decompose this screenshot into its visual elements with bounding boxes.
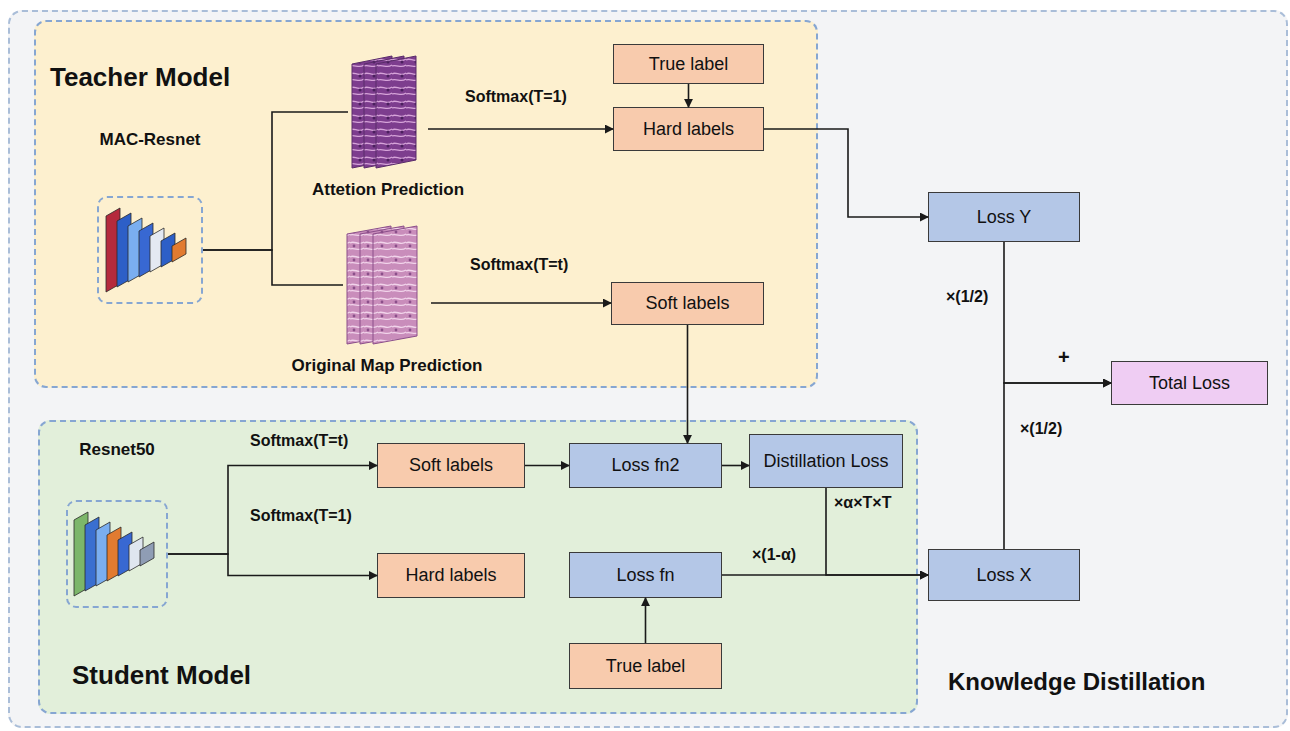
student-network-icon <box>74 512 154 596</box>
edge-label: ×(1/2) <box>1020 420 1062 438</box>
connector <box>428 128 613 130</box>
connector <box>203 112 348 250</box>
connector <box>168 466 377 555</box>
edge-label: Softmax(T=t) <box>470 256 568 274</box>
label-box: True label <box>613 44 764 84</box>
network-box: MAC-Resnet <box>97 196 203 304</box>
caption: Original Map Prediction <box>292 356 483 376</box>
original-map-stack <box>347 226 417 344</box>
region-title: Knowledge Distillation <box>948 668 1205 696</box>
edge-label: Softmax(T=1) <box>250 507 352 525</box>
network-box: Resnet50 <box>66 500 168 608</box>
edge-label: Softmax(T=t) <box>250 432 348 450</box>
box-label: Hard labels <box>643 119 734 140</box>
attention-map-stack <box>352 56 416 168</box>
operator-label: + <box>1058 346 1070 369</box>
connector <box>1004 242 1111 383</box>
prediction-maps: Original Map Prediction <box>343 222 431 348</box>
label-box: Hard labels <box>377 553 525 598</box>
teacher-region: Teacher ModelMAC-ResnetAttetion Predicti… <box>34 20 818 388</box>
prediction-maps: Attetion Prediction <box>348 52 428 172</box>
connector <box>722 465 749 467</box>
loss-box: Loss X <box>928 549 1080 601</box>
label-box: Soft labels <box>377 443 525 488</box>
label-box: Soft labels <box>611 282 764 325</box>
loss-box: Loss fn <box>569 552 722 598</box>
box-label: Distillation Loss <box>763 451 888 472</box>
box-label: Soft labels <box>409 455 493 476</box>
caption: Resnet50 <box>79 440 155 460</box>
box-label: Soft labels <box>645 293 729 314</box>
box-label: Loss fn <box>616 565 674 586</box>
connector <box>688 84 690 107</box>
student-region: Student ModelResnet50Soft labelsHard lab… <box>38 420 918 714</box>
edge-label: Softmax(T=1) <box>465 88 567 106</box>
connector <box>203 250 343 285</box>
loss-box: Loss fn2 <box>569 443 722 488</box>
connector <box>687 325 689 443</box>
connector <box>431 302 611 304</box>
box-label: True label <box>649 54 728 75</box>
region-title: Teacher Model <box>50 62 230 93</box>
edge-label: ×α×T×T <box>834 494 891 512</box>
teacher-network-icon <box>106 208 186 292</box>
box-label: True label <box>606 656 685 677</box>
edge-label: ×(1/2) <box>946 288 988 306</box>
box-label: Loss X <box>976 565 1031 586</box>
total-loss-box: Total Loss <box>1111 361 1268 405</box>
box-label: Loss Y <box>977 207 1032 228</box>
connector <box>1004 383 1111 549</box>
edge-label: ×(1-α) <box>752 546 796 564</box>
label-box: True label <box>569 643 722 689</box>
box-label: Loss fn2 <box>611 455 679 476</box>
connector <box>826 488 928 575</box>
label-box: Hard labels <box>613 107 764 151</box>
loss-box: Distillation Loss <box>749 434 903 488</box>
caption: MAC-Resnet <box>99 130 200 150</box>
connector <box>764 129 928 217</box>
connector <box>525 465 569 467</box>
box-label: Total Loss <box>1149 373 1230 394</box>
box-label: Hard labels <box>405 565 496 586</box>
caption: Attetion Prediction <box>312 180 464 200</box>
connector <box>168 554 377 576</box>
connector <box>645 598 647 643</box>
region-title: Student Model <box>72 660 251 691</box>
loss-box: Loss Y <box>928 192 1080 242</box>
outer-panel: Knowledge Distillation Teacher ModelMAC-R… <box>8 10 1288 728</box>
connector <box>722 574 928 576</box>
